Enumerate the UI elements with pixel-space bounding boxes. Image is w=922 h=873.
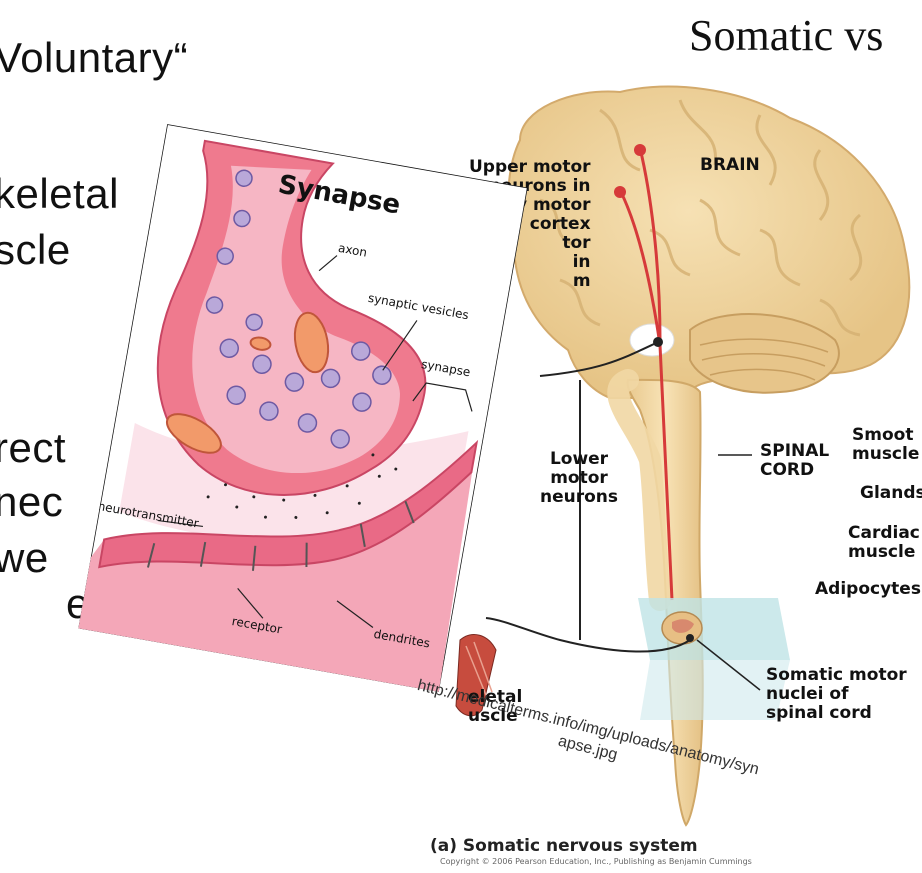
label-somatic-motor-nuclei: Somatic motor nuclei of spinal cord [766,666,907,723]
label-line: muscle [848,543,920,562]
label-spinal-cord: SPINAL CORD [760,442,829,480]
label-smooth-muscle: Smoot muscle [852,426,919,464]
label-lower-motor-neurons: Lower motor neurons [540,450,618,507]
label-line: Smoot [852,426,919,445]
label-brain: BRAIN [700,156,760,175]
label-line: Upper motor [452,158,591,177]
copyright-text: Copyright © 2006 Pearson Education, Inc.… [440,857,752,866]
label-line: CORD [760,461,829,480]
label-line: motor [540,469,618,488]
label-line: neurons [540,488,618,507]
label-line: Somatic motor [766,666,907,685]
label-adipocytes: Adipocytes [815,580,921,599]
label-cardiac-muscle: Cardiac muscle [848,524,920,562]
label-line: muscle [852,445,919,464]
label-line: nuclei of [766,685,907,704]
label-line: Cardiac [848,524,920,543]
label-line: SPINAL [760,442,829,461]
label-glands: Glands [860,484,922,503]
diagram-caption: (a) Somatic nervous system [430,836,698,856]
label-line: Lower [540,450,618,469]
label-line: spinal cord [766,704,907,723]
